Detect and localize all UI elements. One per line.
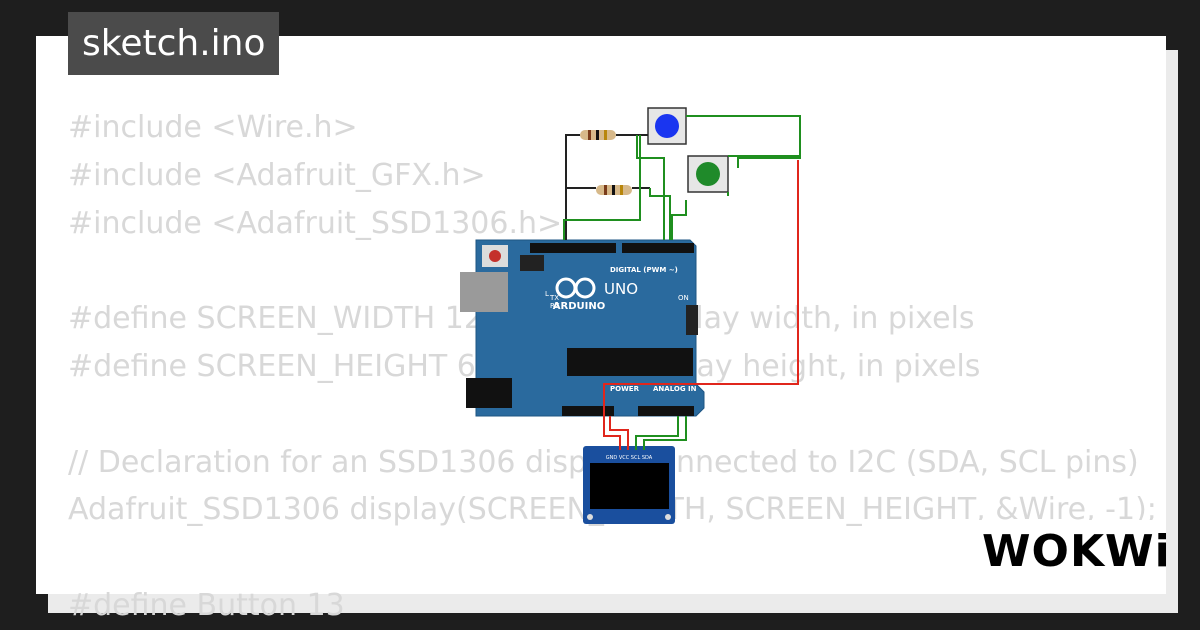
digital-header-left	[530, 243, 616, 253]
wires	[563, 115, 801, 450]
analog-label: ANALOG IN	[653, 385, 697, 393]
icsp-header-right	[686, 305, 698, 335]
icsp-header	[520, 255, 544, 271]
l-label: L	[545, 290, 549, 298]
oled-pin-labels: GND VCC SCL SDA	[606, 455, 653, 461]
board-brand-label: ARDUINO	[553, 301, 605, 312]
digital-header-right	[622, 243, 694, 253]
code-line: #define Button 13	[68, 587, 345, 623]
code-line: #include <Adafruit_SSD1306.h>	[68, 205, 563, 241]
power-label: POWER	[610, 385, 640, 393]
analog-header	[638, 406, 694, 416]
atmega-chip	[567, 348, 693, 376]
arduino-uno-board[interactable]: L TX RX ARDUINO UNO ON DIGITAL (PWM ~) P…	[460, 239, 705, 417]
power-jack	[466, 378, 512, 408]
file-title: sketch.ino	[68, 12, 280, 75]
on-label: ON	[678, 294, 689, 302]
resistor-top[interactable]	[580, 130, 616, 140]
board-name-label: UNO	[604, 280, 638, 298]
rx-label: RX	[550, 302, 560, 310]
green-pushbutton[interactable]	[687, 155, 729, 193]
blue-pushbutton[interactable]	[647, 107, 687, 145]
power-header	[562, 406, 614, 416]
code-line: #include <Wire.h>	[68, 110, 358, 145]
resistor-bottom[interactable]	[596, 185, 632, 195]
wokwi-logo: WOKWi	[976, 520, 1170, 580]
usb-port	[460, 272, 508, 312]
wokwi-logo-text: WOKWi	[982, 526, 1171, 577]
digital-header-label: DIGITAL (PWM ~)	[610, 266, 678, 274]
code-line: #include <Adafruit_GFX.h>	[68, 157, 486, 193]
oled-display[interactable]: GND VCC SCL SDA	[583, 446, 675, 524]
oled-screen	[590, 463, 669, 509]
tx-label: TX	[549, 294, 559, 302]
